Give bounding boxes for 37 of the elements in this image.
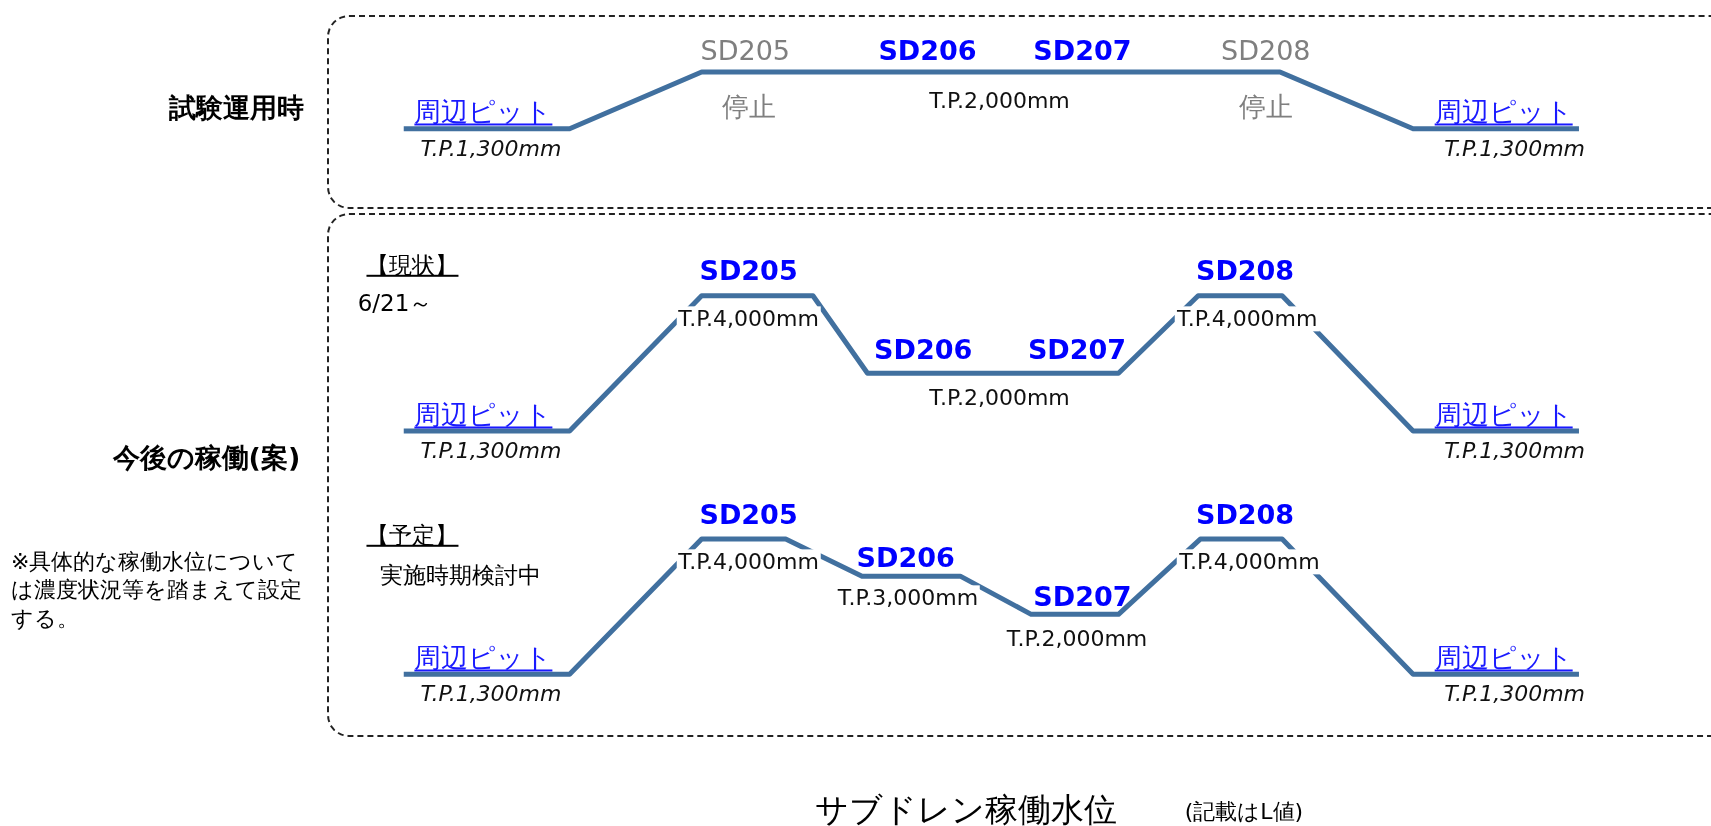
drain-label: SD206 xyxy=(856,542,955,574)
note-text: ※具体的な稼働水位については濃度状況等を踏まえて設定する。 xyxy=(10,547,303,633)
section-heading: 試験運用時 xyxy=(168,90,304,125)
drain-label: 停止 xyxy=(1238,91,1293,123)
level-value: T.P.1,300mm xyxy=(1444,438,1586,464)
drain-label: SD206 xyxy=(878,35,977,67)
status-tag: 【予定】 xyxy=(366,521,459,548)
status-note: 実施時期検討中 xyxy=(380,561,541,589)
drain-label: SD208 xyxy=(1221,35,1311,67)
drain-label: SD207 xyxy=(1033,35,1132,67)
caption: サブドレン稼働水位 xyxy=(814,788,1117,826)
drain-label: 停止 xyxy=(721,91,776,123)
pit-label: 周辺ピット xyxy=(414,96,553,128)
pit-label: 周辺ピット xyxy=(414,642,553,674)
level-value: T.P.1,300mm xyxy=(420,681,562,707)
drain-label: SD207 xyxy=(1027,334,1127,366)
level-value: T.P.1,300mm xyxy=(420,438,562,464)
drain-label: SD206 xyxy=(874,334,973,366)
drain-label: SD205 xyxy=(699,499,798,531)
caption-note: (記載はL値) xyxy=(1184,799,1304,825)
level-value: T.P.1,300mm xyxy=(420,136,562,163)
drain-label: SD207 xyxy=(1033,581,1132,613)
drain-label: SD208 xyxy=(1195,255,1295,287)
level-value: T.P.4,000mm xyxy=(1177,549,1322,575)
drain-label: SD205 xyxy=(699,255,798,287)
pit-label: 周辺ピット xyxy=(1434,96,1573,128)
pit-label: 周辺ピット xyxy=(1434,642,1573,674)
drain-label: SD208 xyxy=(1195,499,1295,531)
level-value: T.P.1,300mm xyxy=(1444,681,1586,707)
pit-label: 周辺ピット xyxy=(1434,399,1573,431)
status-tag: 【現状】 xyxy=(366,251,459,279)
section-heading: 今後の稼働(案) xyxy=(112,441,301,476)
level-value: T.P.1,300mm xyxy=(1444,136,1586,163)
status-note: 6/21～ xyxy=(357,290,433,317)
level-value: T.P.4,000mm xyxy=(1175,306,1320,332)
drain-label: SD205 xyxy=(700,35,790,67)
pit-label: 周辺ピット xyxy=(414,399,553,431)
